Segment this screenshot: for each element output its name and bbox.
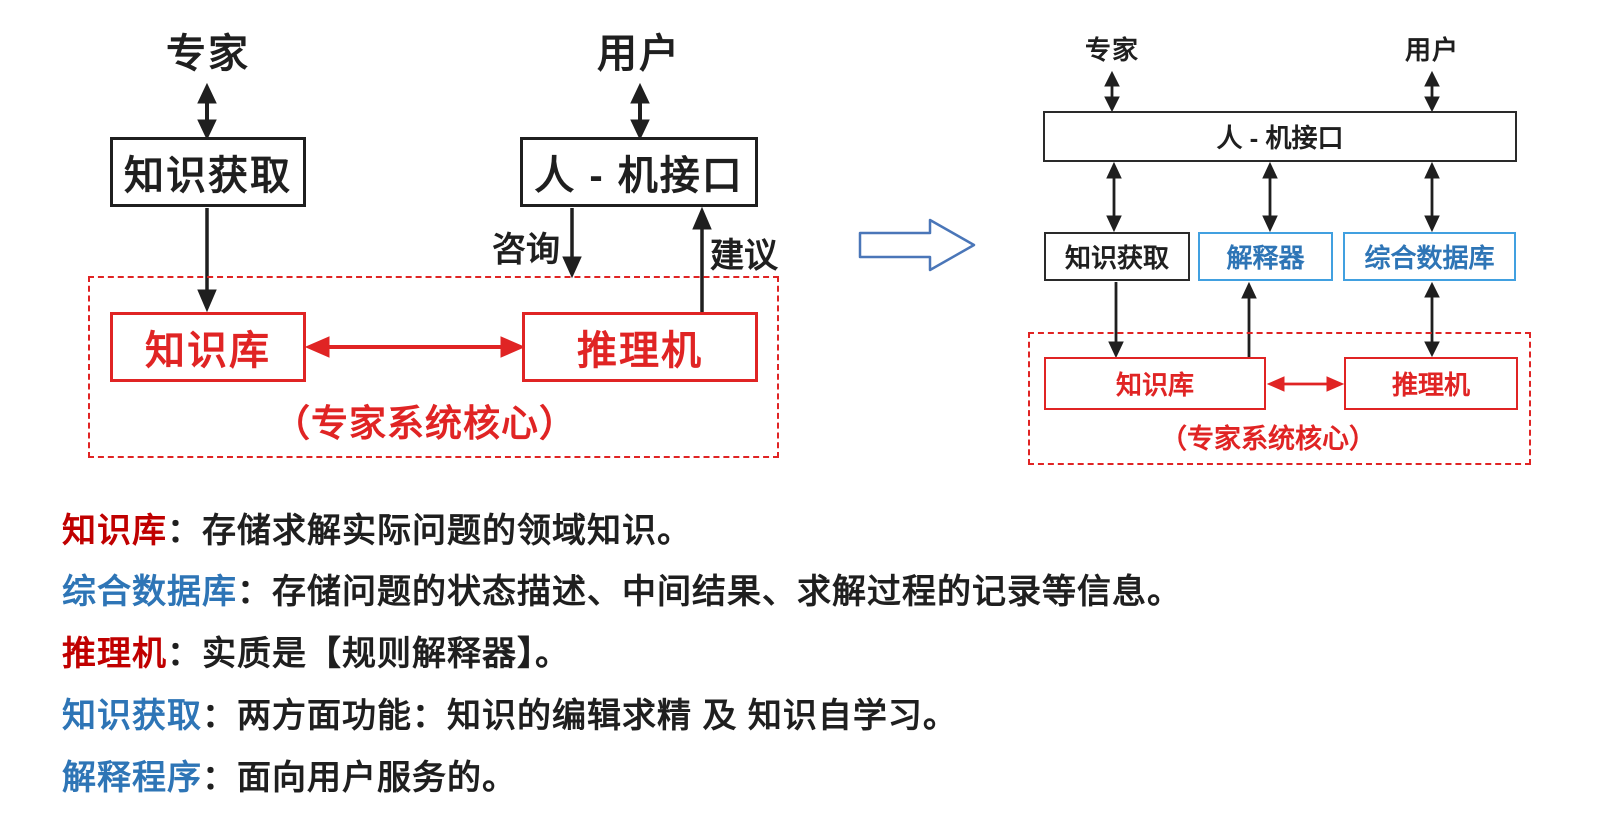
left-human-machine-interface-box: 人 - 机接口	[520, 137, 758, 207]
note-global-database: 综合数据库：存储问题的状态描述、中间结果、求解过程的记录等信息。	[62, 564, 1182, 613]
note-inference-engine-term: 推理机	[62, 635, 167, 673]
note-knowledge-acquisition-term: 知识获取	[62, 697, 202, 735]
note-global-database-desc: ：存储问题的状态描述、中间结果、求解过程的记录等信息。	[237, 573, 1182, 611]
right-knowledge-acquisition-box: 知识获取	[1044, 232, 1190, 281]
right-global-database-box: 综合数据库	[1343, 232, 1516, 281]
left-knowledge-acquisition-box: 知识获取	[110, 137, 306, 207]
r-hmi-database-double-arrow	[1424, 161, 1440, 233]
left-inference-engine-box: 推理机	[522, 312, 758, 382]
note-inference-engine: 推理机：实质是【规则解释器】。	[62, 626, 570, 675]
right-core-dashed-frame	[1028, 332, 1531, 465]
note-explanation-program-term: 解释程序	[62, 759, 202, 797]
note-explanation-program: 解释程序：面向用户服务的。	[62, 750, 517, 799]
expert-double-arrow	[197, 82, 217, 141]
user-double-arrow	[630, 82, 650, 141]
note-knowledge-acquisition: 知识获取：两方面功能：知识的编辑求精 及 知识自学习。	[62, 688, 958, 737]
right-expert-label: 专家	[1084, 34, 1139, 65]
consult-down-arrow	[562, 208, 582, 279]
note-explanation-program-desc: ：面向用户服务的。	[202, 759, 517, 797]
note-knowledge-base: 知识库：存储求解实际问题的领域知识。	[62, 503, 692, 552]
left-core-dashed-frame	[88, 276, 779, 458]
right-human-machine-interface-box: 人 - 机接口	[1043, 111, 1517, 162]
r-user-double-arrow	[1424, 70, 1440, 113]
left-user-label: 用户	[597, 32, 681, 76]
r-expert-double-arrow	[1104, 70, 1120, 113]
left-expert-label: 专家	[166, 32, 250, 76]
note-global-database-term: 综合数据库	[62, 573, 237, 611]
right-interpreter-box: 解释器	[1198, 232, 1333, 281]
left-consult-label: 咨询	[492, 231, 560, 269]
right-inference-engine-box: 推理机	[1344, 357, 1518, 410]
note-knowledge-acquisition-desc: ：两方面功能：知识的编辑求精 及 知识自学习。	[202, 697, 958, 735]
r-hmi-acquisition-double-arrow	[1106, 161, 1122, 233]
transform-arrow	[858, 218, 976, 272]
left-core-caption: （专家系统核心）	[273, 403, 577, 444]
note-knowledge-base-desc: ：存储求解实际问题的领域知识。	[167, 512, 692, 550]
right-user-label: 用户	[1404, 34, 1459, 65]
left-suggest-label: 建议	[710, 237, 778, 275]
left-knowledge-base-box: 知识库	[110, 312, 306, 382]
right-knowledge-base-box: 知识库	[1044, 357, 1266, 410]
r-hmi-interpreter-double-arrow	[1262, 161, 1278, 233]
right-core-caption: （专家系统核心）	[1160, 423, 1376, 454]
note-inference-engine-desc: ：实质是【规则解释器】。	[167, 635, 570, 673]
note-knowledge-base-term: 知识库	[62, 512, 167, 550]
